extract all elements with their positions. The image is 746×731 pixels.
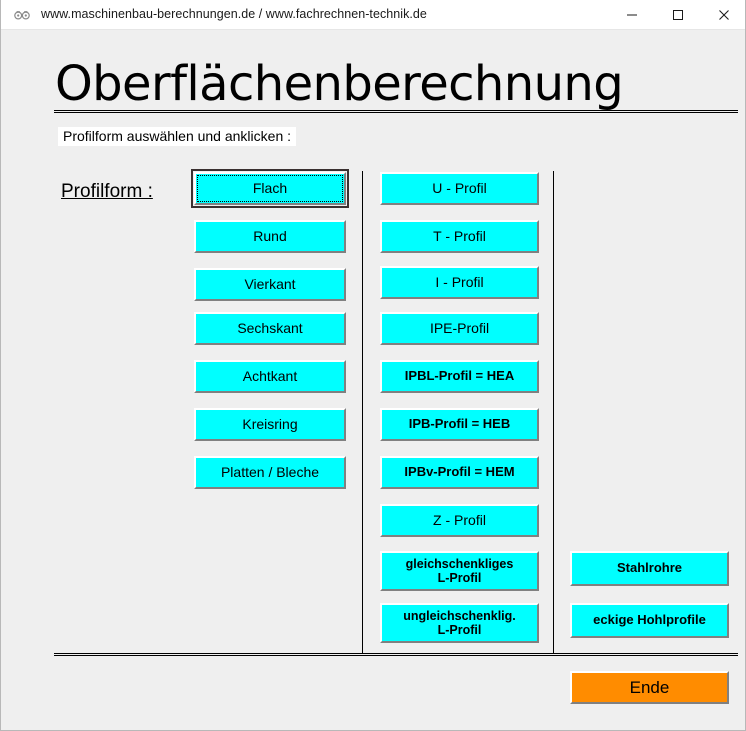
profile-button-eckige-hohlprofile[interactable]: eckige Hohlprofile: [570, 603, 729, 638]
profile-button-stahlrohre[interactable]: Stahlrohre: [570, 551, 729, 586]
footer-divider: [54, 653, 738, 656]
page-title: Oberflächenberechnung: [55, 56, 624, 112]
profile-button-rund[interactable]: Rund: [194, 220, 346, 253]
profile-button-ipbl-profil-hea[interactable]: IPBL-Profil = HEA: [380, 360, 539, 393]
section-label: Profilform :: [61, 181, 153, 202]
profile-button-ipbv-profil-hem[interactable]: IPBv-Profil = HEM: [380, 456, 539, 489]
profile-button-t-profil[interactable]: T - Profil: [380, 220, 539, 253]
end-button[interactable]: Ende: [570, 671, 729, 704]
profile-button-sechskant[interactable]: Sechskant: [194, 312, 346, 345]
window-title: www.maschinenbau-berechnungen.de / www.f…: [41, 7, 427, 21]
profile-button-platten-bleche[interactable]: Platten / Bleche: [194, 456, 346, 489]
glasses-icon: [14, 9, 30, 22]
column-divider-1: [362, 171, 363, 654]
instruction-text: Profilform auswählen und anklicken :: [58, 127, 297, 146]
profile-button-ipe-profil[interactable]: IPE-Profil: [380, 312, 539, 345]
title-divider: [54, 110, 738, 113]
profile-button-ipb-profil-heb[interactable]: IPB-Profil = HEB: [380, 408, 539, 441]
column-divider-2: [553, 171, 554, 654]
minimize-button[interactable]: [609, 0, 655, 30]
profile-button-flach[interactable]: Flach: [191, 169, 349, 208]
close-button[interactable]: [701, 0, 745, 30]
maximize-button[interactable]: [655, 0, 701, 30]
profile-button-u-profil[interactable]: U - Profil: [380, 172, 539, 205]
profile-button-kreisring[interactable]: Kreisring: [194, 408, 346, 441]
profile-button-vierkant[interactable]: Vierkant: [194, 268, 346, 301]
profile-button-ungleichschenklig-l-profil[interactable]: ungleichschenklig. L-Profil: [380, 603, 539, 643]
client-area: Oberflächenberechnung Profilform auswähl…: [2, 31, 745, 730]
title-bar: www.maschinenbau-berechnungen.de / www.f…: [1, 0, 745, 30]
profile-button-z-profil[interactable]: Z - Profil: [380, 504, 539, 537]
profile-button-i-profil[interactable]: I - Profil: [380, 266, 539, 299]
profile-button-gleichschenkliges-l-profil[interactable]: gleichschenkliges L-Profil: [380, 551, 539, 591]
profile-button-achtkant[interactable]: Achtkant: [194, 360, 346, 393]
